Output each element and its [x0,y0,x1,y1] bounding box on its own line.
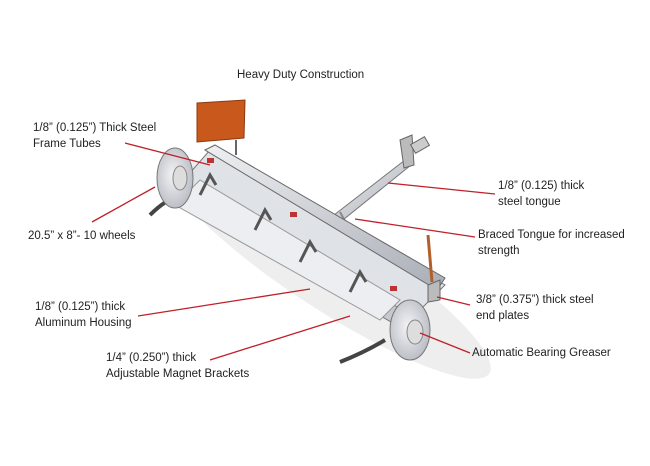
leader-lines [91,142,496,361]
callout-bearing-greaser: Automatic Bearing Greaser [472,346,611,362]
callout-text: Frame Tubes [33,137,101,150]
callout-wheels: 20.5” x 8”- 10 wheels [28,229,135,245]
callout-text: Adjustable Magnet Brackets [106,367,250,380]
callout-tongue: 1/8” (0.125) thick steel tongue [498,179,584,210]
callout-text: end plates [476,309,530,322]
leader-wheels [91,186,156,223]
sweeper-body [148,144,446,364]
callout-text: Braced Tongue for increased [478,229,625,241]
callout-braced-tongue: Braced Tongue for increased strength [478,228,625,259]
callout-text: 1/8” (0.125) thick [498,180,585,192]
leader-end-plates [436,296,471,306]
callout-text: steel tongue [498,195,561,208]
diagram-title: Heavy Duty Construction [237,69,365,81]
callout-text: Aluminum Housing [35,316,132,329]
leader-tongue [387,182,496,195]
leader-brackets [209,315,351,361]
callout-text: strength [478,244,520,257]
callout-text: 1/4” (0.250”) thick [106,352,197,364]
callout-text: 20.5” x 8”- 10 wheels [28,230,136,242]
callout-aluminum-housing: 1/8” (0.125”) thick Aluminum Housing [35,300,132,331]
leader-braced [354,218,476,238]
wheel-left [156,147,194,209]
flag [196,99,246,155]
callout-text: 1/8” (0.125”) Thick Steel [33,122,157,134]
wheel-right [389,299,431,361]
callout-text: 3/8” (0.375”) thick steel [476,294,594,306]
callout-text: 1/8” (0.125”) thick [35,301,126,313]
callout-frame-tubes: 1/8” (0.125”) Thick Steel Frame Tubes [33,121,156,152]
leader-greaser [419,332,471,354]
leader-housing [137,288,311,317]
leader-frame-tubes [124,142,211,166]
callout-magnet-brackets: 1/4” (0.250”) thick Adjustable Magnet Br… [106,351,249,382]
callout-text: Automatic Bearing Greaser [472,347,611,359]
callout-end-plates: 3/8” (0.375”) thick steel end plates [476,293,594,324]
